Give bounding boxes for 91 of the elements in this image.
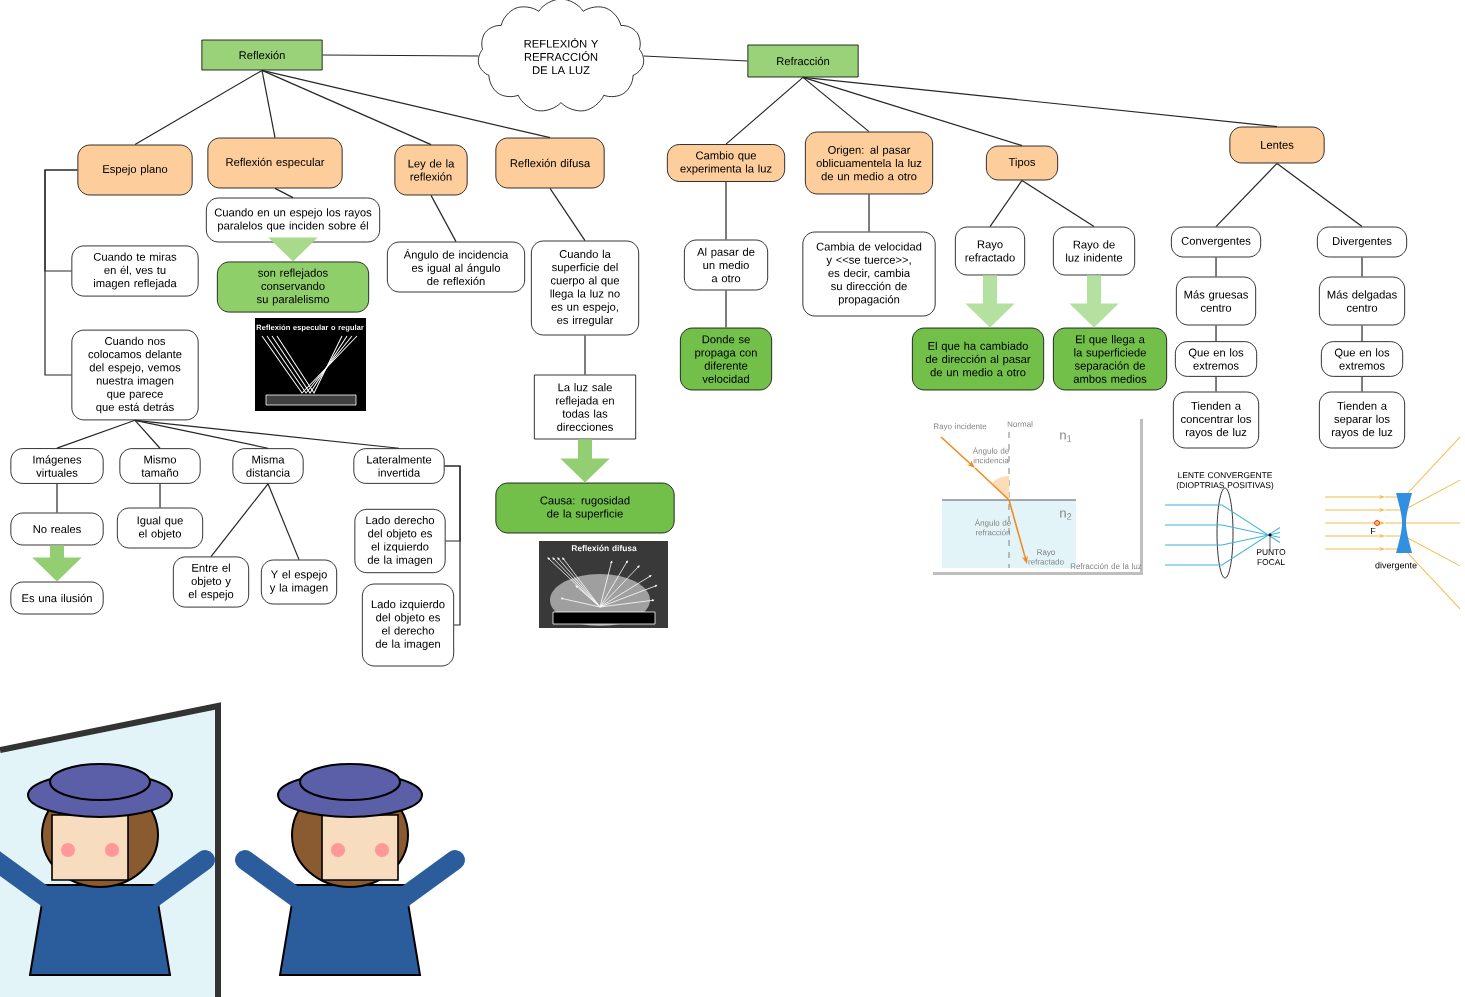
connector-line xyxy=(725,76,804,145)
picture-label: PUNTO FOCAL xyxy=(1257,549,1286,565)
description-box: Es una ilusión xyxy=(10,581,104,615)
connector-line xyxy=(1361,256,1363,278)
connector-line xyxy=(584,334,586,376)
description-box: Divergentes xyxy=(1316,226,1408,258)
concept-box: Cambio que experimenta la luz xyxy=(666,144,786,182)
picture-label: Rayo refractado xyxy=(1028,549,1064,565)
concept-box: Reflexión especular xyxy=(207,137,343,189)
description-box: Cuando nos colocamos delante del espejo, vemos nuestra imagen que parece que está detrás xyxy=(71,329,199,421)
picture-label: n$_{1}$ xyxy=(1060,432,1072,442)
description-box: Misma distancia xyxy=(232,448,304,484)
title-cloud: REFLEXIÓN Y REFRACCIÓN DE LA LUZ xyxy=(477,0,645,112)
concept-box: Reflexión difusa xyxy=(495,137,605,189)
description-box: Tienden a concentrar los rayos de luz xyxy=(1172,391,1260,449)
connector-line xyxy=(802,76,1023,147)
description-box: Más gruesas centro xyxy=(1175,276,1257,326)
description-box: Tienden a separar los rayos de luz xyxy=(1318,391,1406,449)
picture-label: Rayo incidente xyxy=(934,423,987,431)
topic-box: Reflexión xyxy=(201,39,323,71)
connector-line xyxy=(430,194,457,243)
connector-line xyxy=(267,483,300,561)
description-box: Y el espejo y la imagen xyxy=(260,559,338,605)
connector-line xyxy=(134,419,161,449)
description-box: La luz sale reflejada en todas las direcciones xyxy=(533,374,637,440)
connector-line xyxy=(159,483,161,509)
connector-line xyxy=(643,55,749,62)
description-box: Que en los extremos xyxy=(1174,341,1258,377)
picture-label: Ángulo de incidencia xyxy=(972,446,1009,464)
connector-line xyxy=(725,181,727,241)
description-box: Lado izquierdo del objeto es el derecho de la imagen xyxy=(361,583,455,667)
concept-box: Lentes xyxy=(1229,126,1325,164)
concept-box: Origen: al pasar oblicuamentela la luz de un medio a otro xyxy=(804,131,934,195)
connector-line xyxy=(56,419,136,449)
picture-label: Normal xyxy=(1007,421,1033,427)
description-box: Entre el objeto y el espejo xyxy=(172,556,250,608)
connector-line xyxy=(802,76,1278,128)
connector-line xyxy=(134,419,400,449)
connector-line xyxy=(261,69,432,146)
connector-line xyxy=(1021,179,1095,228)
result-box: son reflejados conservando su paralelismo xyxy=(216,261,370,313)
connector-line xyxy=(261,69,551,139)
description-box: Igual que el objeto xyxy=(116,507,204,549)
description-box: Lado derecho del objeto es el izquierdo de la imagen xyxy=(354,508,446,574)
description-box: Cuando la superficie del cuerpo al que llega la luz no es un espejo, es irregular xyxy=(530,240,640,336)
description-box: Ángulo de incidencia es igual al ángulo de reflexión xyxy=(386,241,526,293)
connector-line xyxy=(802,76,870,133)
connector-line xyxy=(1215,162,1278,228)
description-box: Cambia de velocidad y <<se tuerce>>, es decir, cambia su dirección de propagación xyxy=(802,231,936,317)
connector-line xyxy=(274,187,294,199)
description-box: Que en los extremos xyxy=(1320,341,1404,377)
description-box: Mismo tamaño xyxy=(119,448,201,484)
connector-line xyxy=(134,69,263,146)
connector-line xyxy=(1276,162,1363,228)
description-box: Al pasar de un medio a otro xyxy=(683,239,769,291)
description-box: Convergentes xyxy=(1170,226,1262,258)
connector-line xyxy=(56,483,58,514)
description-box: Imágenes virtuales xyxy=(10,448,104,484)
connector-line xyxy=(261,69,276,139)
description-box: No reales xyxy=(10,512,104,546)
connector-line xyxy=(868,193,870,233)
connector-line xyxy=(549,187,586,242)
description-box: Más delgadas centro xyxy=(1318,276,1406,326)
picture-label: n$_{2}$ xyxy=(1060,510,1072,520)
picture-label: F xyxy=(1371,527,1376,535)
connector-line xyxy=(1361,376,1363,393)
connector-line xyxy=(44,169,79,376)
picture-label: Reflexión difusa xyxy=(571,544,637,552)
connector-line xyxy=(1361,324,1363,342)
result-box: Causa: rugosidad de la superficie xyxy=(495,482,675,534)
concept-box: Tipos xyxy=(985,145,1059,181)
result-box: Donde se propaga con diferente velocidad xyxy=(679,327,773,391)
topic-box: Refracción xyxy=(747,44,859,78)
description-box: Lateralmente invertida xyxy=(353,448,445,484)
connector-line xyxy=(1215,324,1217,342)
picture-label: divergente xyxy=(1375,561,1417,571)
connector-line xyxy=(725,289,727,329)
concept-box: Espejo plano xyxy=(77,144,193,196)
connector-line xyxy=(989,179,1023,228)
description-box: Rayo refractado xyxy=(954,226,1026,276)
connector-line xyxy=(1215,376,1217,393)
concept-box: Ley de la reflexión xyxy=(394,144,468,196)
description-box: Rayo de luz inidente xyxy=(1052,226,1136,276)
result-box: El que llega a la superficiede separación de ambos medios xyxy=(1052,327,1168,391)
description-box: Cuando te miras en él, ves tu imagen reflejada xyxy=(71,245,199,297)
result-box: El que ha cambiado de dirección al pasar de un medio a otro xyxy=(911,327,1045,391)
picture-label: LENTE CONVERGENTE (DIOPTRIAS POSITIVAS) xyxy=(1176,472,1274,490)
description-box: Cuando en un espejo los rayos paralelos que inciden sobre él xyxy=(205,197,381,243)
connector-line xyxy=(321,54,479,57)
connector-line xyxy=(1215,256,1217,278)
connector-line xyxy=(443,465,461,626)
